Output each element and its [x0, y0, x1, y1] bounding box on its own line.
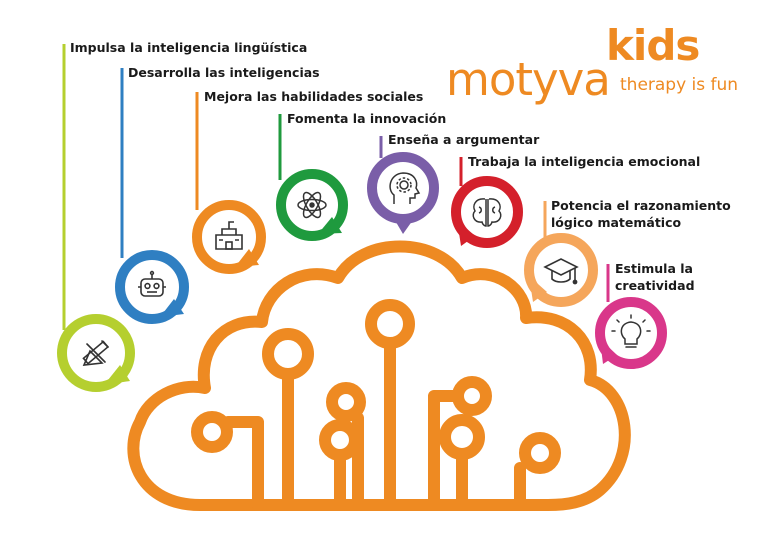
- label-argue: Enseña a argumentar: [388, 132, 540, 147]
- label-social: Mejora las habilidades sociales: [204, 89, 424, 104]
- pencil-ruler-icon: [82, 340, 110, 366]
- label-emotional: Trabaja la inteligencia emocional: [468, 154, 701, 169]
- bubble-emotional: [451, 176, 523, 248]
- brand-kids: kids: [606, 21, 700, 70]
- brand-name: motyva: [446, 53, 611, 106]
- cloud-outline: [127, 240, 631, 511]
- bubble-social: [192, 200, 266, 274]
- robot-icon: [138, 270, 166, 297]
- school-building-icon: [215, 221, 243, 250]
- circuit-traces: [191, 299, 561, 511]
- connector-lines: [62, 44, 610, 330]
- label-creativity-line2: creatividad: [615, 278, 695, 293]
- bubble-intelligences: [115, 250, 189, 324]
- graduation-cap-icon: [543, 258, 579, 285]
- label-logic-line2: lógico matemático: [551, 215, 682, 230]
- bubble-creativity: [595, 297, 667, 369]
- atom-icon: [297, 191, 327, 219]
- bubble-argue: [367, 152, 439, 234]
- head-gear-icon: [389, 172, 421, 204]
- brand-tagline: therapy is fun: [620, 75, 739, 95]
- label-logic-line1: Potencia el razonamiento: [551, 198, 731, 213]
- label-intelligences: Desarrolla las inteligencias: [128, 65, 320, 80]
- label-innovation: Fomenta la innovación: [287, 111, 447, 126]
- bubble-innovation: [276, 169, 348, 241]
- label-linguistic: Impulsa la inteligencia lingüística: [70, 40, 308, 55]
- lightbulb-icon: [611, 314, 651, 348]
- bubbles: [57, 152, 667, 392]
- bubble-logic: [524, 233, 598, 307]
- brain-icon: [472, 198, 502, 227]
- bubble-linguistic: [57, 314, 135, 392]
- circuit-cloud: [127, 240, 631, 511]
- label-creativity-line1: Estimula la: [615, 261, 693, 276]
